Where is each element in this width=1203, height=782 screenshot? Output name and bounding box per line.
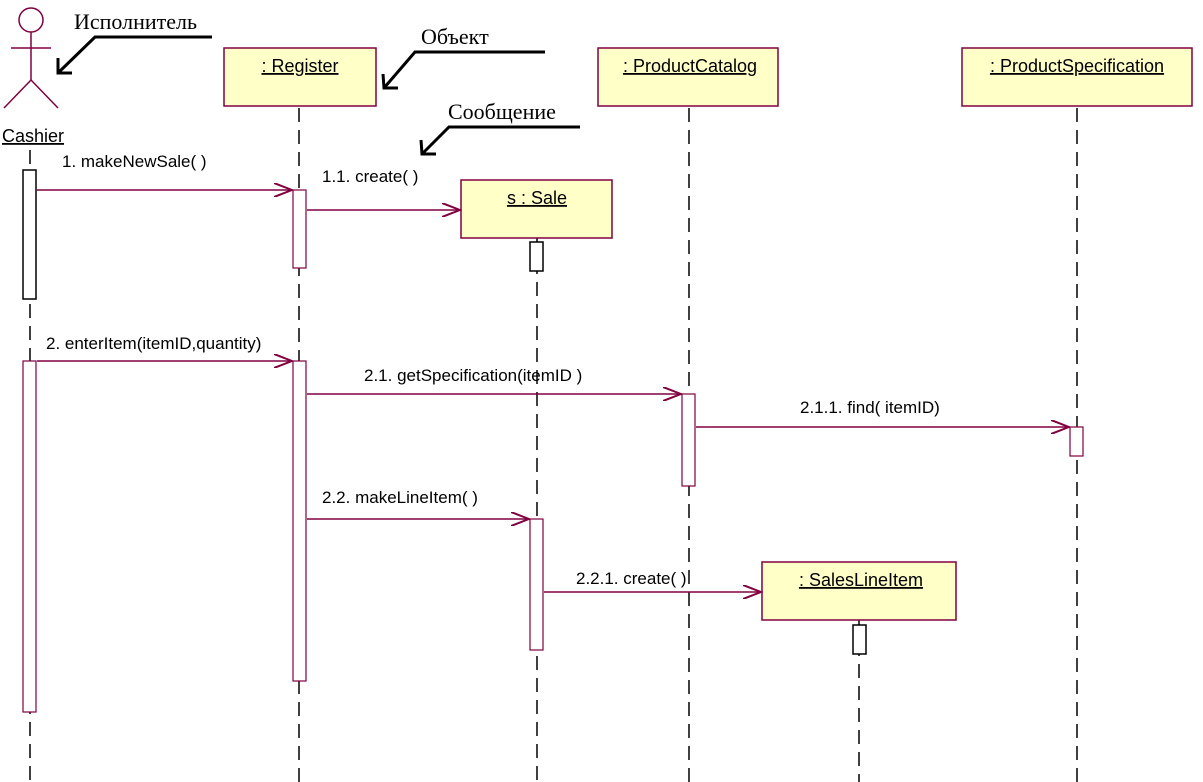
callout-actor-arrow-icon: [56, 58, 72, 75]
message-label-2-2-1: 2.2.1. create( ): [576, 569, 687, 588]
callout-object-line: [382, 50, 545, 89]
annotation-object: Объект: [421, 24, 489, 49]
activation-cashier-1: [22, 169, 37, 300]
object-sale-label: s : Sale: [507, 188, 567, 208]
object-register-label: : Register: [261, 56, 338, 76]
actor-name: Cashier: [2, 126, 64, 146]
message-label-2-1-1: 2.1.1. find( itemID): [800, 398, 940, 417]
message-label-1-1: 1.1. create( ): [322, 167, 418, 186]
actor-stick-figure-icon: [3, 7, 59, 109]
callout-actor-line: [56, 35, 212, 75]
object-productspecification[interactable]: : ProductSpecification: [961, 47, 1193, 107]
message-label-1: 1. makeNewSale( ): [62, 152, 207, 171]
activation-productcatalog: [681, 393, 696, 487]
object-sale[interactable]: s : Sale: [460, 179, 613, 239]
object-saleslineitem[interactable]: : SalesLineItem: [761, 561, 957, 621]
object-productcatalog-label: : ProductCatalog: [623, 56, 757, 76]
activation-productspecification: [1069, 426, 1084, 457]
annotation-actor: Исполнитель: [74, 9, 197, 34]
activation-register-2: [292, 360, 307, 682]
callout-message-arrow-icon: [419, 139, 436, 156]
object-productcatalog[interactable]: : ProductCatalog: [597, 47, 779, 107]
message-label-2-1: 2.1. getSpecification(itemID ): [364, 366, 582, 385]
object-productspecification-label: : ProductSpecification: [990, 56, 1164, 76]
annotation-message: Сообщение: [448, 99, 556, 124]
message-label-2: 2. enterItem(itemID,quantity): [46, 334, 261, 353]
callout-message-line: [420, 125, 580, 156]
activation-sale-1: [529, 241, 544, 272]
callout-object-arrow-icon: [381, 73, 398, 90]
activation-saleslineitem: [852, 624, 867, 655]
message-label-2-2: 2.2. makeLineItem( ): [322, 488, 478, 507]
activation-register-1: [292, 189, 307, 269]
activation-cashier-2: [22, 360, 37, 713]
activation-sale-2: [529, 518, 544, 651]
object-saleslineitem-label: : SalesLineItem: [799, 570, 923, 590]
object-register[interactable]: : Register: [223, 47, 377, 107]
